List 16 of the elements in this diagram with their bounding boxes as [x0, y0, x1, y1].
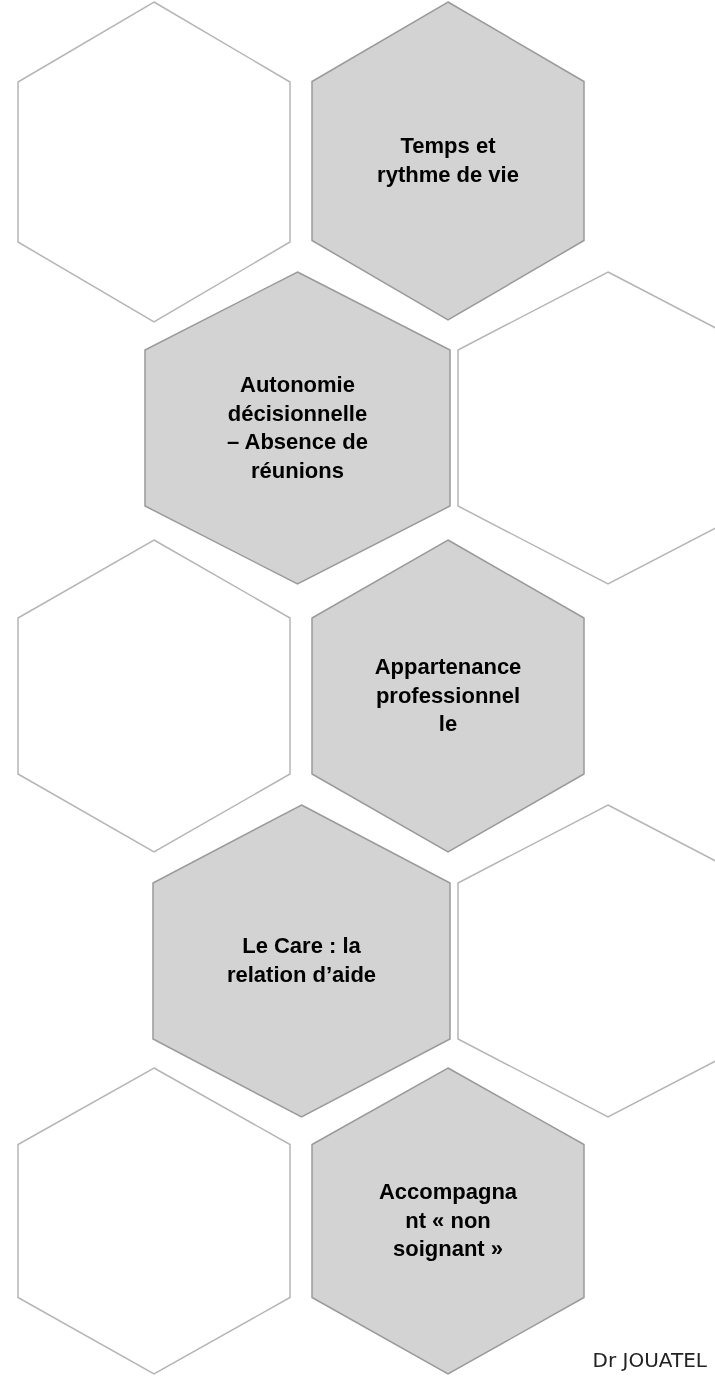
hexagon	[312, 2, 584, 320]
hexagon-label: Temps et rythme de vie	[376, 132, 520, 189]
hexagon-label: Autonomie décisionnelle – Absence de réunions	[226, 370, 369, 485]
hexagon	[458, 272, 715, 584]
hexagon	[18, 1068, 290, 1374]
hexagon-label: Appartenance professionnelle	[373, 653, 523, 739]
author-note: Dr JOUATEL	[592, 1348, 707, 1372]
hexagon	[312, 1068, 584, 1374]
hexagon	[312, 540, 584, 852]
hexagon-label: Accompagnant « non soignant »	[377, 1178, 519, 1264]
hexagon	[18, 540, 290, 852]
hexagon	[145, 272, 450, 584]
hexagon-label: Le Care : la relation d’aide	[226, 932, 377, 989]
hexagon	[458, 805, 715, 1117]
hexagon	[18, 2, 290, 322]
hexagon	[153, 805, 450, 1117]
